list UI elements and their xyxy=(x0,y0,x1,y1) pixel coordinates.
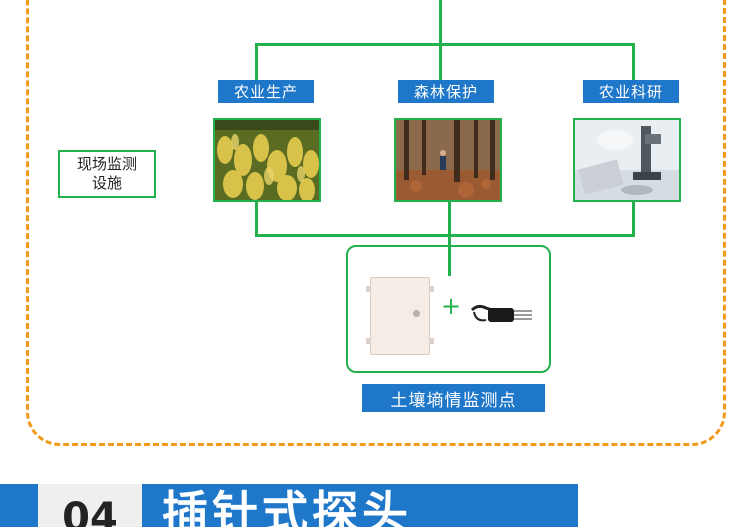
enclosure-lock-icon xyxy=(413,310,420,317)
rice-field-image xyxy=(215,120,319,200)
category-label-research: 农业科研 xyxy=(583,80,679,103)
soil-moisture-station-label: 土壤墒情监测点 xyxy=(362,384,545,412)
category-label-forest: 森林保护 xyxy=(398,80,494,103)
section-title: 插针式探头 xyxy=(162,486,412,527)
lab-image xyxy=(575,120,679,200)
connector-line-left-drop xyxy=(255,43,258,80)
connector-line-top-vertical xyxy=(439,0,442,45)
probe-sensor-icon xyxy=(470,304,532,322)
connector-line-middle-down xyxy=(448,202,451,276)
dashed-container-frame xyxy=(26,0,726,446)
connector-line-middle-drop xyxy=(439,43,442,80)
forest-image xyxy=(396,120,500,200)
connector-line-bottom-right-rise xyxy=(632,202,635,237)
enclosure-hinge-bottom-icon xyxy=(366,338,371,344)
category-label-agriculture: 农业生产 xyxy=(218,80,314,103)
connector-line-top-horizontal xyxy=(255,43,635,46)
connector-line-bottom-horizontal xyxy=(255,234,635,237)
connector-line-right-drop xyxy=(632,43,635,80)
enclosure-tab-top-icon xyxy=(429,286,434,292)
monitoring-device-box xyxy=(346,245,551,373)
forest-photo xyxy=(394,118,502,202)
enclosure-tab-bottom-icon xyxy=(429,338,434,344)
onsite-facility-label: 现场监测 设施 xyxy=(58,150,156,198)
connector-line-bottom-left-rise xyxy=(255,202,258,237)
enclosure-hinge-top-icon xyxy=(366,286,371,292)
rice-field-photo xyxy=(213,118,321,202)
section-number: 04 xyxy=(38,484,142,527)
plus-sign: + xyxy=(441,292,462,320)
lab-photo xyxy=(573,118,681,202)
enclosure-device xyxy=(366,277,434,355)
